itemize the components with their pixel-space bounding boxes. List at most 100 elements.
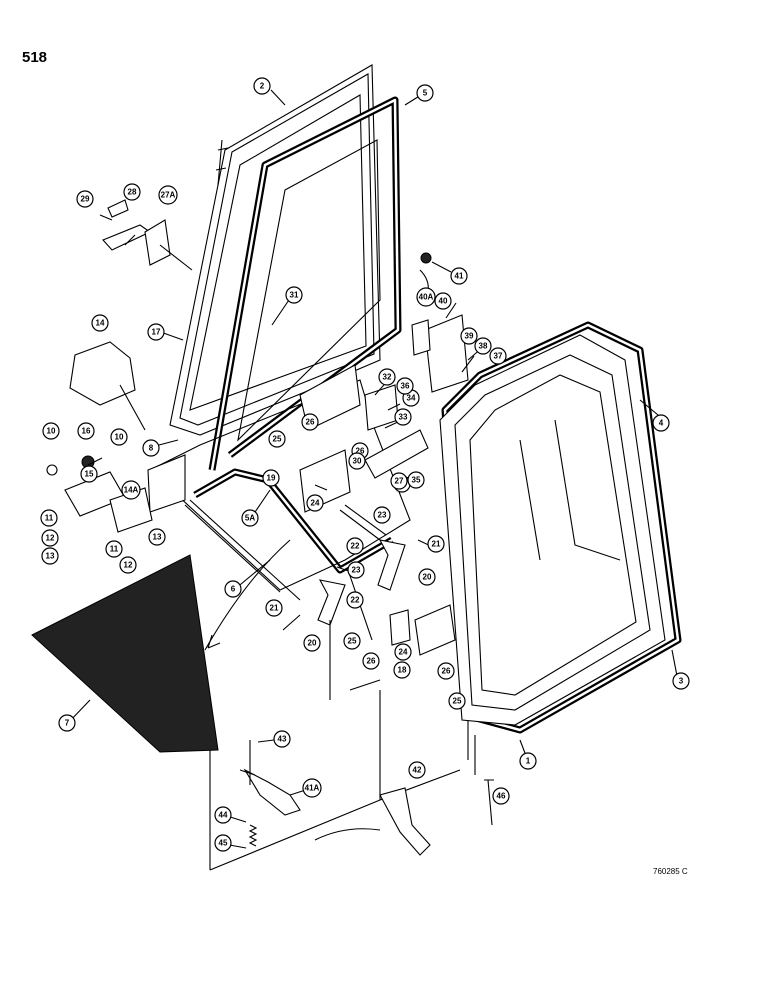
callout-3: 3 — [672, 672, 690, 690]
door-handle-assembly — [99, 199, 193, 271]
callout-number: 6 — [231, 585, 236, 594]
callout-number: 25 — [453, 697, 462, 706]
callout-number: 14 — [96, 319, 105, 328]
callout-23: 23 — [347, 561, 365, 579]
callout-number: 30 — [353, 457, 362, 466]
callout-number: 44 — [219, 811, 228, 820]
callout-35: 35 — [407, 471, 425, 489]
callout-13: 13 — [41, 547, 59, 565]
callout-36: 36 — [396, 377, 414, 395]
floor-mat — [31, 554, 219, 753]
callout-number: 26 — [367, 657, 376, 666]
callout-number: 35 — [412, 476, 421, 485]
callout-40: 40 — [434, 292, 452, 310]
callout-20: 20 — [418, 568, 436, 586]
callout-number: 40 — [439, 297, 448, 306]
callout-number: 29 — [81, 195, 90, 204]
callout-number: 24 — [399, 648, 408, 657]
callout-number: 28 — [128, 188, 137, 197]
callout-number: 10 — [115, 433, 124, 442]
callout-26: 26 — [437, 662, 455, 680]
arrow-head — [207, 634, 221, 649]
callout-number: 32 — [383, 373, 392, 382]
callout-number: 45 — [219, 839, 228, 848]
callout-number: 39 — [465, 332, 474, 341]
callout-number: 5A — [245, 514, 255, 523]
callout-number: 31 — [290, 291, 299, 300]
callout-20: 20 — [303, 634, 321, 652]
callout-number: 10 — [47, 427, 56, 436]
callout-number: 26 — [442, 667, 451, 676]
callout-number: 46 — [497, 792, 506, 801]
callout-24: 24 — [306, 494, 324, 512]
callout-15: 15 — [80, 465, 98, 483]
callout-45: 45 — [214, 834, 232, 852]
callout-42: 42 — [408, 761, 426, 779]
callout-number: 18 — [398, 666, 407, 675]
callout-number: 26 — [306, 418, 315, 427]
callout-32: 32 — [378, 368, 396, 386]
callout-number: 43 — [278, 735, 287, 744]
callout-number: 4 — [659, 419, 664, 428]
callout-number: 25 — [273, 435, 282, 444]
callout-number: 23 — [378, 511, 387, 520]
callout-number: 26 — [356, 447, 365, 456]
callout-number: 13 — [46, 552, 55, 561]
callout-number: 1 — [526, 757, 531, 766]
callout-number: 13 — [153, 533, 162, 542]
callout-5: 5 — [416, 84, 434, 102]
callout-number: 11 — [45, 514, 54, 523]
assembly-arrow — [204, 539, 291, 651]
callout-number: 5 — [423, 89, 428, 98]
callout-18: 18 — [393, 661, 411, 679]
callout-25: 25 — [343, 632, 361, 650]
inside-handles — [317, 539, 456, 700]
callout-25: 25 — [268, 430, 286, 448]
callout-41: 41 — [450, 267, 468, 285]
callout-number: 12 — [124, 561, 133, 570]
callout-23: 23 — [373, 506, 391, 524]
callout-39: 39 — [460, 327, 478, 345]
callout-31: 31 — [285, 286, 303, 304]
callout-number: 40A — [419, 293, 434, 302]
callout-number: 15 — [85, 470, 94, 479]
callout-number: 41A — [305, 784, 320, 793]
callout-number: 19 — [267, 474, 276, 483]
callout-27A: 27A — [158, 185, 178, 205]
reference-code: 760285 C — [653, 867, 688, 876]
callout-12: 12 — [119, 556, 137, 574]
callout-6: 6 — [224, 580, 242, 598]
callout-14: 14 — [91, 314, 109, 332]
callout-37: 37 — [489, 347, 507, 365]
callout-27: 27 — [390, 472, 408, 490]
callout-8: 8 — [142, 439, 160, 457]
callout-14A: 14A — [121, 480, 141, 500]
callout-26: 26 — [301, 413, 319, 431]
callout-number: 24 — [311, 499, 320, 508]
callout-number: 36 — [401, 382, 410, 391]
callout-number: 23 — [352, 566, 361, 575]
release-pedal — [239, 740, 431, 856]
callout-7: 7 — [58, 714, 76, 732]
callout-number: 2 — [260, 82, 265, 91]
callout-number: 22 — [351, 542, 360, 551]
callout-21: 21 — [265, 599, 283, 617]
callout-number: 21 — [432, 540, 441, 549]
callout-22: 22 — [346, 537, 364, 555]
door-latch-mechanism — [299, 364, 429, 541]
callout-4: 4 — [652, 414, 670, 432]
callout-number: 8 — [149, 444, 154, 453]
callout-11: 11 — [40, 509, 58, 527]
callout-1: 1 — [519, 752, 537, 770]
callout-number: 22 — [351, 596, 360, 605]
callout-33: 33 — [394, 408, 412, 426]
callout-number: 33 — [399, 413, 408, 422]
callout-29: 29 — [76, 190, 94, 208]
hinge-pin — [484, 779, 494, 826]
callout-28: 28 — [123, 183, 141, 201]
callout-number: 20 — [308, 639, 317, 648]
striker-plate — [411, 252, 469, 393]
callout-24: 24 — [394, 643, 412, 661]
spring — [248, 824, 258, 847]
